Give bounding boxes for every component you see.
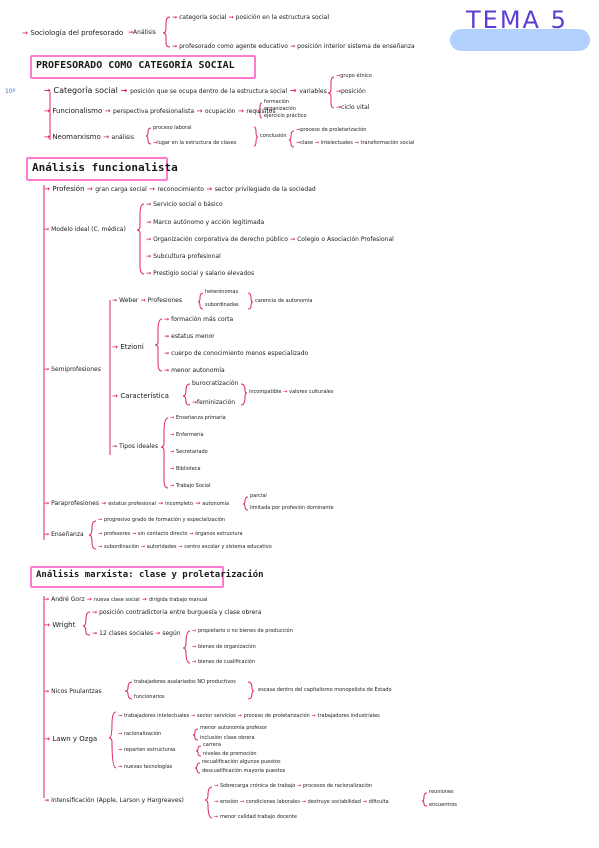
etzioni-2: → estatus menor [164, 333, 215, 340]
modelo-2: → Marco autónomo y acción legitimada [146, 219, 265, 226]
top-branch-2: → profesorado como agente educativo → po… [172, 43, 415, 50]
ensenanza: → Enseñanza [44, 531, 84, 538]
section-1-title: PROFESORADO COMO CATEGORÍA SOCIAL [36, 60, 235, 71]
page-title: TEMA 5 [466, 6, 568, 34]
etzioni-4: → menor autonomía [164, 367, 225, 374]
profesion-row: → Profesión → gran carga social → recono… [44, 185, 316, 193]
lawn-3a: carrera [203, 742, 221, 748]
car-out: incompatible → valores culturales [249, 389, 334, 395]
conclusion-label: conclusión [260, 133, 287, 139]
tipo-5: → Trabajo Social [170, 483, 211, 489]
var-2: →posición [336, 88, 366, 95]
wright-2c: → propietario o no bienes de producción [192, 628, 293, 634]
ens-3: → subordinación → autoridades → centro e… [98, 544, 272, 550]
wright: → Wright [44, 621, 76, 629]
int-2: → erosión → condiciones laborales → dest… [214, 799, 389, 805]
modelo-4: → Subcultura profesional [146, 253, 221, 260]
car-1: burocratización [192, 380, 239, 387]
gorz-row: → André Gorz → nueva clase social → diri… [44, 596, 208, 603]
conc-2: →clase → intelectuales → transformación … [296, 140, 415, 146]
neo-b2: →lugar en la estructura de clases [153, 140, 237, 146]
wright-2: → 12 clases sociales → según [92, 630, 181, 637]
neomarxismo-row: → Neomarxismo → análisis [44, 133, 134, 141]
wright-2d: → bienes de organización [192, 644, 256, 650]
lawn-3: → reparten estructuras [118, 747, 176, 753]
tipo-1: → Enseñanza primaria [170, 415, 226, 421]
nicos-1: trabajadores asalariados NO productivos [134, 679, 236, 685]
margin-mark: 10º [5, 88, 16, 95]
lawn-3b: niveles de promoción [203, 751, 257, 757]
cat-social-row: → Categoría social → posición que se ocu… [44, 86, 327, 95]
modelo-5: → Prestigio social y salario elevados [146, 270, 255, 277]
car-2: →feminización [192, 399, 236, 406]
wright-2e: → bienes de cualificación [192, 659, 255, 665]
var-1: →grupo étnico [336, 73, 372, 79]
tipos-ideales: → Tipos ideales [112, 443, 159, 450]
var-3: →ciclo vital [336, 104, 370, 111]
lawn-4b: descualificación mayoría puestos [202, 768, 286, 774]
lawn-2: → racionalización [118, 731, 162, 737]
lawn-4a: recualificación algunos puestos [202, 759, 281, 765]
top-root: → Sociología del profesorado [22, 29, 124, 37]
section-3-title: Análisis marxista: clase y proletarizaci… [36, 570, 264, 580]
ens-2: → profesores → sin contacto directo → ór… [98, 531, 243, 537]
etzioni-3: → cuerpo de conocimiento menos especiali… [164, 350, 309, 357]
etzioni-1: → formación más corta [164, 316, 234, 323]
poulantzas: → Nicos Poulantzas [44, 688, 102, 695]
nicos-out: escasa dentro del capitalismo monopolist… [258, 687, 392, 693]
modelo-1: → Servicio social o básico [146, 201, 223, 208]
section-3-header-box [30, 566, 224, 588]
lawn-1: → trabajadores intelectuales → sector se… [118, 713, 380, 719]
ens-1: → progresivo grado de formación y especi… [98, 517, 226, 523]
section-2-title: Análisis funcionalista [32, 161, 178, 174]
int-1: → Sobrecarga crónica de trabajo → proces… [214, 783, 373, 789]
lawn-ozga: → Lawn y Ozga [44, 735, 98, 743]
req-1: formación [264, 99, 290, 105]
req-2: organización [264, 106, 296, 112]
section-1-header-box [30, 55, 256, 79]
modelo-3: → Organización corporativa de derecho pú… [146, 236, 394, 243]
wright-1: → posición contradictoria entre burguesí… [92, 609, 262, 616]
intensificacion: → Intensificación (Apple, Larson y Hargr… [44, 797, 184, 804]
req-3: ejercicio práctico [264, 113, 307, 119]
paraprofesiones-row: → Paraprofesiones → estatus profesional … [44, 500, 230, 507]
funcionalismo-row: → Funcionalismo → perspectiva profesiona… [44, 107, 276, 115]
section-2-header-box [26, 157, 168, 181]
tipo-2: → Enfermería [170, 432, 204, 438]
top-node: →Análisis [128, 29, 156, 36]
semiprofesiones: → Semiprofesiones [44, 366, 101, 373]
int-2e2: encuentros [429, 802, 457, 808]
conc-1: →proceso de proletarización [296, 127, 367, 133]
title-highlight [450, 29, 590, 51]
para-d2: limitada por profesión dominante [250, 505, 334, 511]
weber-row: → Weber → Profesiones [112, 297, 182, 304]
para-d1: parcial [250, 493, 267, 499]
weber-c: carencia de autonomía [255, 298, 313, 304]
tipo-4: → Biblioteca [170, 466, 201, 472]
int-3: → menor calidad trabajo docente [214, 814, 297, 820]
top-branch-1: → categoría social → posición en la estr… [172, 14, 329, 21]
lawn-2a: menor autonomía profesor [200, 725, 267, 731]
modelo-ideal: → Modelo ideal (C. médica) [44, 226, 126, 233]
weber-b2: subordinadas [205, 302, 239, 308]
lawn-2b: inclusión clase obrera [200, 735, 255, 741]
caracteristica: → Característica [112, 392, 169, 400]
lawn-4: → nuevas tecnologías [118, 764, 173, 770]
tipo-3: → Secretariado [170, 449, 208, 455]
neo-b1: proceso laboral [153, 125, 192, 131]
int-2e1: reuniones [429, 789, 454, 795]
weber-b1: heterónomas [205, 289, 239, 295]
nicos-2: funcionarios [134, 694, 165, 700]
etzioni: → Etzioni [112, 343, 144, 351]
